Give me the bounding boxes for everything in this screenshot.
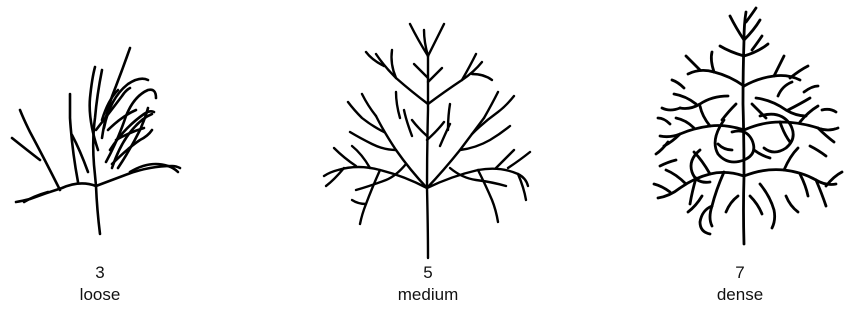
tree-dense-number: 7	[670, 262, 810, 284]
tree-medium-label: medium	[358, 284, 498, 306]
tree-dense-caption: 7 dense	[670, 262, 810, 306]
tree-medium-number: 5	[358, 262, 498, 284]
tree-loose-number: 3	[30, 262, 170, 284]
tree-medium-caption: 5 medium	[358, 262, 498, 306]
tree-panel-dense: 7 dense	[640, 0, 846, 326]
tree-loose-label: loose	[30, 284, 170, 306]
tree-panel-loose: 3 loose	[0, 0, 230, 326]
tree-dense-label: dense	[670, 284, 810, 306]
tree-loose-caption: 3 loose	[30, 262, 170, 306]
tree-panel-medium: 5 medium	[300, 0, 560, 326]
